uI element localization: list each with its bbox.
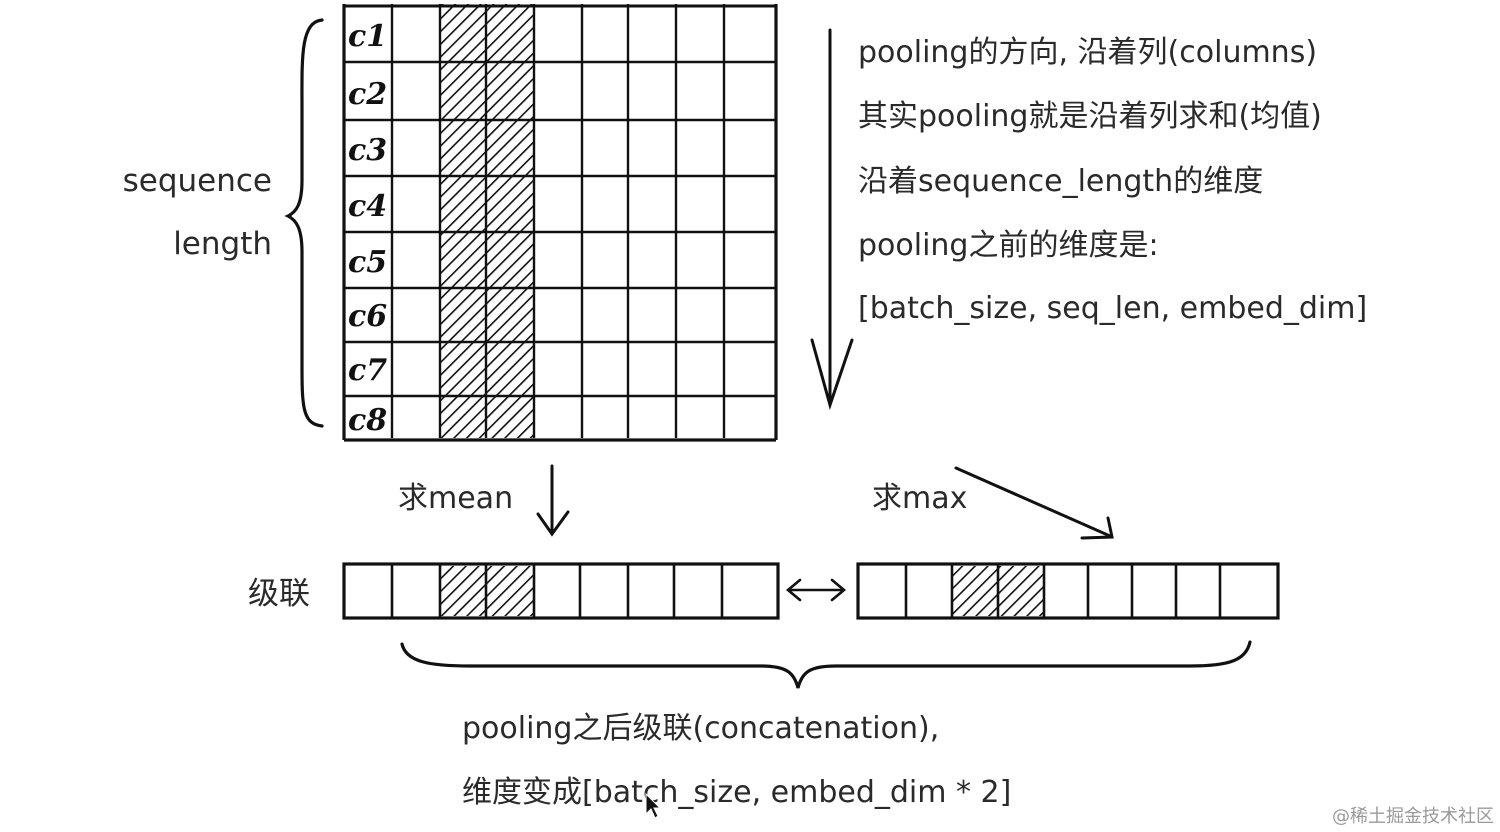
hatched-column-1: [440, 4, 486, 438]
bottom-note-line-1: pooling之后级联(concatenation),: [462, 711, 939, 746]
max-pooled-vector: [856, 562, 1280, 620]
bottom-note-line-2: 维度变成[batch_size, embed_dim * 2]: [462, 775, 1011, 810]
max-label: 求max: [872, 481, 967, 516]
max-hatched-cell-2: [998, 566, 1044, 616]
hatched-column-2: [486, 4, 534, 438]
watermark: @稀土掘金技术社区: [1332, 806, 1494, 827]
sequence-label-line1: sequence: [123, 163, 272, 199]
row-label-c6: c6: [348, 299, 387, 334]
note-line-1: pooling的方向, 沿着列(columns): [858, 35, 1317, 70]
row-label-c4: c4: [348, 189, 387, 224]
max-arrow: [954, 466, 1114, 540]
row-label-c7: c7: [348, 353, 387, 388]
concat-label: 级联: [248, 576, 310, 612]
concat-curly-brace: [400, 640, 1252, 689]
mean-pooled-vector: [342, 562, 780, 620]
mean-hatched-cell-2: [486, 566, 534, 616]
pooling-direction-arrow: [810, 28, 854, 411]
sequence-curly-brace: [284, 18, 324, 428]
note-line-2: 其实pooling就是沿着列求和(均值): [858, 99, 1322, 134]
row-label-c8: c8: [348, 403, 387, 438]
row-label-c1: c1: [348, 19, 387, 54]
note-line-3: 沿着sequence_length的维度: [858, 164, 1263, 199]
concat-double-arrow: [785, 578, 847, 602]
note-line-4: pooling之前的维度是:: [858, 228, 1159, 263]
row-labels: c1 c2 c3 c4 c5 c6 c7 c8: [348, 19, 387, 438]
row-label-c3: c3: [348, 133, 387, 168]
row-label-c5: c5: [348, 245, 387, 280]
mean-label: 求mean: [398, 481, 513, 516]
row-label-c2: c2: [348, 77, 387, 112]
pooling-notes: pooling的方向, 沿着列(columns) 其实pooling就是沿着列求…: [858, 35, 1367, 326]
note-line-5: [batch_size, seq_len, embed_dim]: [858, 291, 1367, 326]
max-hatched-cell-1: [952, 566, 998, 616]
grid-horizontal-lines: [344, 4, 776, 442]
sequence-label-line2: length: [173, 226, 272, 262]
embedding-matrix: c1 c2 c3 c4 c5 c6 c7 c8: [342, 4, 778, 442]
mean-arrow: [536, 464, 570, 537]
mouse-cursor-icon: [645, 792, 662, 819]
mean-hatched-cell-1: [440, 566, 486, 616]
grid-vertical-lines: [342, 4, 778, 440]
